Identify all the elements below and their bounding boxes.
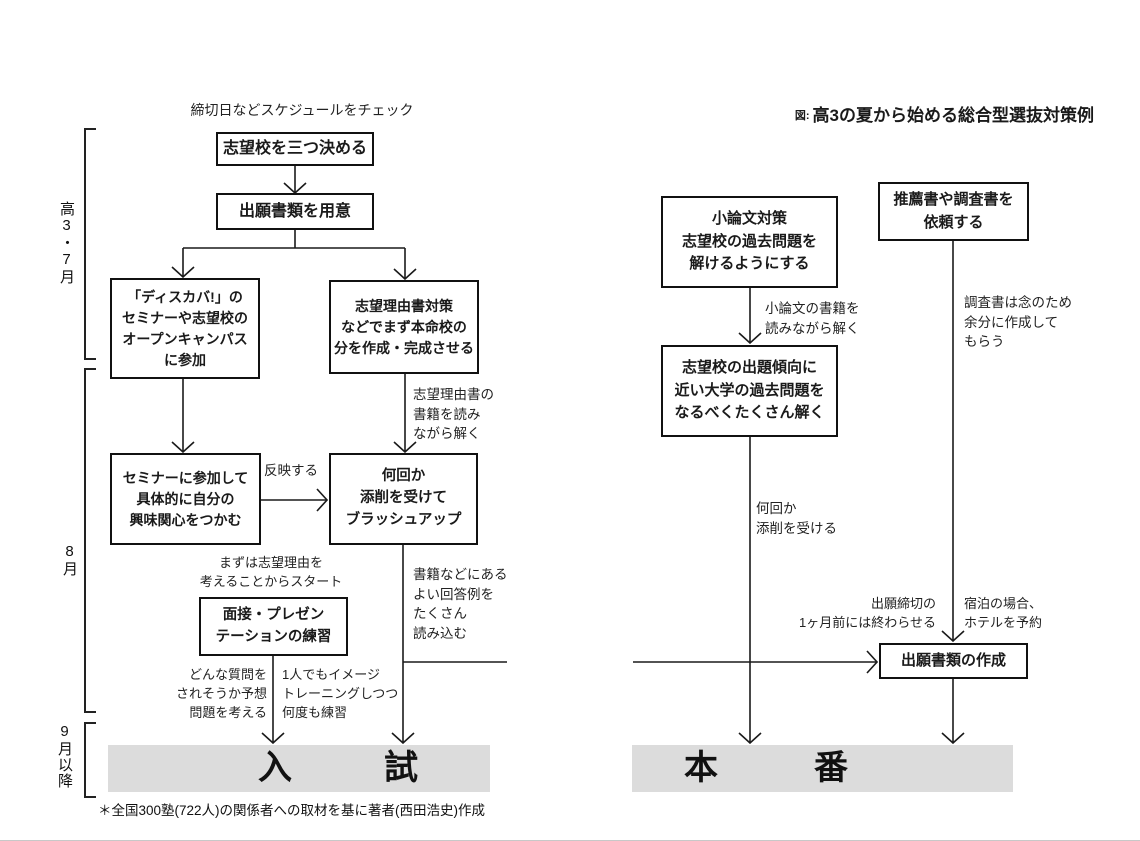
footnote: ＊全国300塾(722人)の関係者への取材を基に著者(西田浩史)作成	[98, 803, 486, 818]
box-brushup: 何回か 添削を受けて ブラッシュアップ	[329, 453, 478, 545]
box-essay-practice: 小論文対策 志望校の過去問題を 解けるようにする	[661, 196, 838, 288]
timeline-bracket-july	[84, 128, 96, 360]
timeline-label-august: 8月	[61, 543, 78, 577]
note-expected-questions: どんな質問を されそうか予想 問題を考える	[175, 667, 267, 720]
figure-title-text: 高3の夏から始める総合型選抜対策例	[812, 106, 1094, 125]
note-start-reason: まずは志望理由を 考えることからスタート	[199, 555, 343, 589]
box-reason-doc: 志望理由書対策 などでまず本命校の 分を作成・完成させる	[329, 280, 479, 374]
note-schedule-check: 締切日などスケジュールをチェック	[190, 102, 414, 118]
box-interview-practice: 面接・プレゼン テーションの練習	[199, 597, 348, 656]
box-seminar-interest: セミナーに参加して 具体的に自分の 興味関心をつかむ	[110, 453, 261, 545]
note-extra-copies: 調査書は念のため 余分に作成して もらう	[964, 295, 1072, 350]
box-similar-questions: 志望校の出題傾向に 近い大学の過去問題を なるべくたくさん解く	[661, 345, 838, 437]
note-essay-books: 小論文の書籍を 読みながら解く	[765, 301, 860, 336]
timeline-label-september: 9月以降	[56, 723, 73, 789]
exam-bar-honban: 本 番	[632, 745, 1013, 792]
note-image-training: 1人でもイメージ トレーニングしつつ 何度も練習	[282, 667, 399, 720]
honban-bar-char: 本	[684, 749, 718, 787]
box-recommendation: 推薦書や調査書を 依頼する	[878, 182, 1029, 241]
box-discava-seminar: 「ディスカバ!」の セミナーや志望校の オープンキャンパス に参加	[110, 278, 260, 379]
timeline-label-july: 高3・7月	[58, 201, 75, 285]
note-hotel: 宿泊の場合、 ホテルを予約	[964, 596, 1043, 630]
note-deadline: 出願締切の 1ヶ月前には終わらせる	[799, 596, 936, 630]
timeline-bracket-september	[84, 722, 96, 798]
note-good-examples: 書籍などにある よい回答例を たくさん 読み込む	[413, 567, 508, 641]
figure-title: 図:高3の夏から始める総合型選抜対策例	[795, 101, 1094, 126]
note-corrections: 何回か 添削を受ける	[756, 501, 837, 536]
note-reflect: 反映する	[264, 463, 318, 478]
timeline-bracket-august	[84, 368, 96, 713]
honban-bar-char: 番	[814, 749, 848, 787]
box-prepare-docs: 出願書類を用意	[216, 193, 374, 230]
exam-bar-char: 試	[384, 749, 418, 787]
exam-bar-nyushi: 入 試	[108, 745, 490, 792]
note-reason-books: 志望理由書の 書籍を読み ながら解く	[413, 387, 494, 442]
box-application-docs: 出願書類の作成	[879, 643, 1028, 679]
exam-bar-char: 入	[258, 749, 292, 787]
box-decide-schools: 志望校を三つ決める	[216, 132, 374, 166]
figure-title-prefix: 図:	[794, 110, 810, 122]
